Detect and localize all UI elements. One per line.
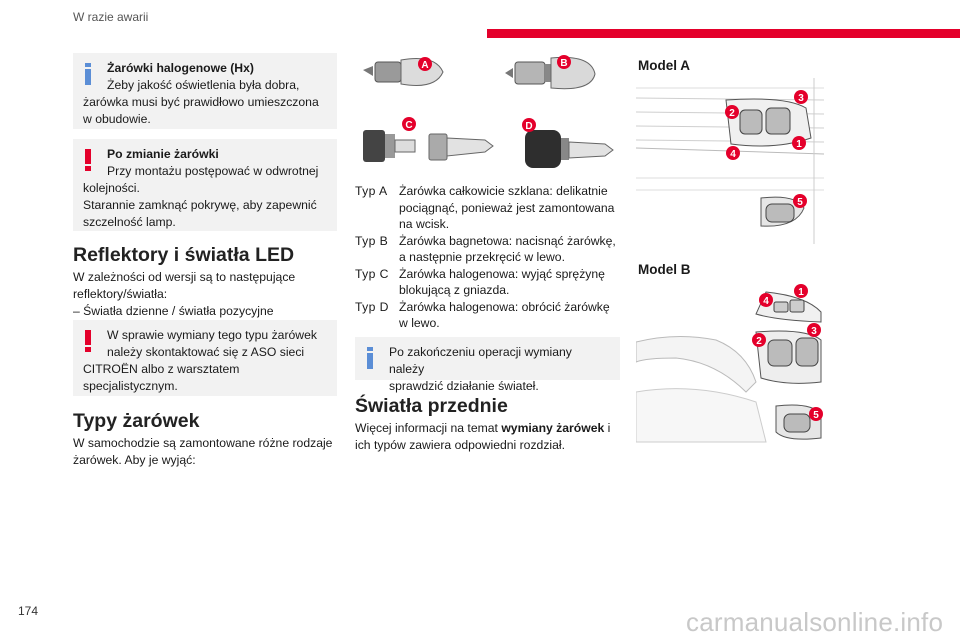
marker-label: 2 (729, 108, 735, 119)
bold-span: wymiany żarówek (501, 421, 605, 435)
bulb-d-image (525, 130, 614, 168)
marker-label: 3 (798, 93, 804, 104)
type-key: Typ D (355, 299, 389, 314)
bulb-a-image (363, 58, 444, 86)
heading-reflectors: Reflektory i światła LED (73, 244, 295, 266)
text-line: ich typów zawiera odpowiedni rozdział. (355, 438, 566, 452)
bulb-types-illustration: A B C D (363, 55, 614, 168)
type-key: Typ C (355, 266, 389, 281)
page-number: 174 (18, 604, 39, 618)
type-row: Typ B Żarówka bagnetowa: nacisnąć żarówk… (355, 233, 625, 266)
note-line: Żeby jakość oświetlenia była dobra, (107, 78, 300, 92)
model-a-lamp-illustration: 2 3 4 1 5 (636, 78, 824, 244)
reflectors-paragraph: W zależności od wersji są to następujące… (73, 269, 343, 320)
note-line: Przy montażu postępować w odwrotnej (107, 164, 319, 178)
note-line: Starannie zamknąć pokrywę, aby zapewnić (83, 198, 317, 212)
warning-icon (85, 330, 91, 352)
note-line: żarówka musi być prawidłowo umieszczona (83, 95, 319, 109)
marker-label: 4 (763, 296, 769, 307)
text-line: Żarówka bagnetowa: nacisnąć żarówkę, (399, 233, 616, 248)
note-title: Po zmianie żarówki (107, 147, 219, 161)
note-line: szczelność lamp. (83, 215, 176, 229)
note-line: w obudowie. (83, 112, 151, 126)
note-line: Po zakończeniu operacji wymiany należy (389, 345, 572, 376)
heading-bulb-types: Typy żarówek (73, 410, 200, 432)
type-row: Typ A Żarówka całkowicie szklana: delika… (355, 183, 625, 233)
marker-label: 1 (796, 139, 802, 150)
header-accent-bar (487, 29, 960, 38)
marker-label: 3 (811, 326, 817, 337)
text-line: w lewo. (399, 316, 440, 330)
text-line: reflektory/światła: (73, 287, 168, 301)
warning-note-led: W sprawie wymiany tego typu żarówek nale… (73, 320, 337, 396)
text-line: a następnie przekręcić w lewo. (399, 250, 565, 264)
section-title: W razie awarii (73, 10, 149, 24)
note-line: sprawdzić działanie świateł. (389, 379, 539, 393)
text-span: i (604, 421, 611, 435)
info-icon (85, 63, 91, 85)
type-key: Typ B (355, 233, 389, 248)
type-key: Typ A (355, 184, 388, 198)
text-line: żarówek. Aby je wyjąć: (73, 453, 196, 467)
note-line: należy skontaktować się z ASO sieci (107, 345, 305, 359)
marker-label: 5 (797, 197, 803, 208)
type-row: Typ C Żarówka halogenowa: wyjąć sprężynę… (355, 266, 625, 299)
type-row: Typ D Żarówka halogenowa: obrócić żarówk… (355, 299, 625, 332)
text-line: blokującą z gniazda. (399, 283, 510, 297)
bulb-label-c: C (405, 120, 412, 131)
note-title: Żarówki halogenowe (Hx) (107, 61, 254, 75)
bulb-b-image (505, 56, 596, 90)
model-b-lamp-illustration: 4 1 2 3 5 (636, 282, 826, 444)
bulb-label-d: D (525, 121, 532, 132)
bulb-label-a: A (421, 60, 428, 71)
info-icon (367, 347, 373, 369)
marker-label: 4 (730, 149, 736, 160)
type-description: Żarówka halogenowa: obrócić żarówkę w le… (399, 299, 625, 332)
note-line: CITROËN albo z warsztatem (83, 362, 240, 376)
front-lights-paragraph: Więcej informacji na temat wymiany żarów… (355, 420, 625, 454)
bulb-c-image (363, 130, 494, 162)
model-b-title: Model B (638, 262, 691, 277)
type-description: Żarówka halogenowa: wyjąć sprężynę bloku… (399, 266, 625, 299)
warning-icon (85, 149, 91, 171)
note-line: kolejności. (83, 181, 140, 195)
marker-label: 1 (798, 287, 804, 298)
text-line: na wcisk. (399, 217, 450, 231)
text-line: – Światła dzienne / światła pozycyjne (73, 304, 274, 318)
bulb-label-b: B (560, 58, 567, 69)
heading-front-lights: Światła przednie (355, 395, 508, 417)
text-line: pociągnąć, ponieważ jest zamontowana (399, 200, 615, 215)
text-line: W zależności od wersji są to następujące (73, 270, 296, 284)
text-line: Żarówka całkowicie szklana: delikatnie (399, 184, 608, 198)
info-note-check-lights: Po zakończeniu operacji wymiany należy s… (355, 337, 620, 393)
marker-label: 2 (756, 336, 762, 347)
type-description: Żarówka całkowicie szklana: delikatnie p… (399, 183, 625, 233)
note-line: specjalistycznym. (83, 379, 178, 393)
note-line: W sprawie wymiany tego typu żarówek (107, 328, 317, 342)
text-span: Więcej informacji na temat (355, 421, 502, 435)
warning-note-after-change: Po zmianie żarówki Przy montażu postępow… (73, 139, 337, 231)
text-line: Żarówka halogenowa: obrócić żarówkę (399, 299, 610, 314)
model-a-title: Model A (638, 58, 690, 73)
bulb-types-list: Typ A Żarówka całkowicie szklana: delika… (355, 183, 625, 332)
bulb-types-paragraph: W samochodzie są zamontowane różne rodza… (73, 435, 343, 469)
info-note-halogen: Żarówki halogenowe (Hx) Żeby jakość oświ… (73, 53, 337, 129)
text-line: Żarówka halogenowa: wyjąć sprężynę (399, 266, 605, 281)
watermark: carmanualsonline.info (686, 607, 944, 637)
type-description: Żarówka bagnetowa: nacisnąć żarówkę, a n… (399, 233, 625, 266)
text-line: W samochodzie są zamontowane różne rodza… (73, 436, 333, 450)
text-line: Więcej informacji na temat wymiany żarów… (355, 420, 625, 437)
marker-label: 5 (813, 410, 819, 421)
